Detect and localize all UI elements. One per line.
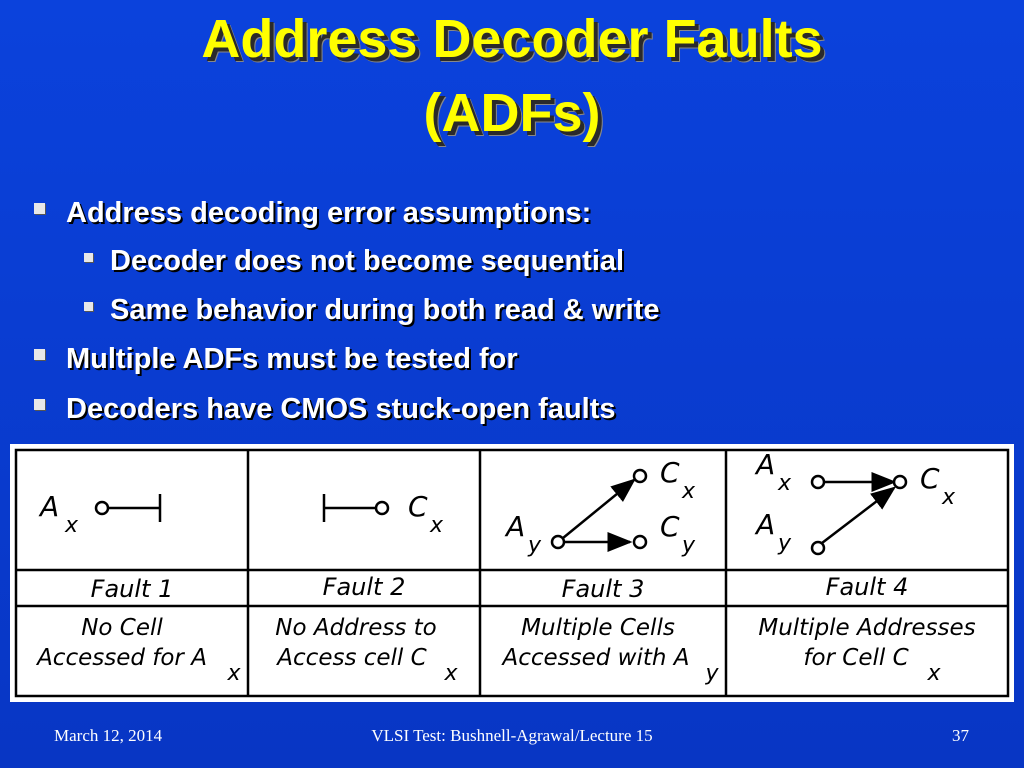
description-line1: Multiple Cells xyxy=(521,615,675,641)
fault-label: Fault 2 xyxy=(323,573,406,601)
sub-bullet-item: Same behavior during both read & write xyxy=(110,294,660,326)
slide-title-line1: Address Decoder Faults xyxy=(201,9,823,69)
footer-date: March 12, 2014 xyxy=(54,726,163,745)
fault2-diagram: C x xyxy=(322,490,444,538)
label-a: A xyxy=(754,448,775,481)
label-a: A xyxy=(38,490,59,523)
label-x-sub: x xyxy=(777,471,792,496)
description-line1: No Cell xyxy=(81,615,163,641)
node-icon xyxy=(550,534,566,550)
node-icon xyxy=(632,468,648,484)
sub-bullet-item: Decoder does not become sequential xyxy=(110,245,625,277)
description-subscript: y xyxy=(704,661,719,686)
description-line2: for Cell C xyxy=(803,645,908,671)
description-subscript: x xyxy=(443,661,458,686)
label-a: A xyxy=(754,508,775,541)
description-line2: Access cell C xyxy=(275,645,426,671)
bullet-item: Decoders have CMOS stuck-open faults xyxy=(66,393,616,425)
label-x-sub: x xyxy=(941,485,956,510)
bullet-item: Address decoding error assumptions: xyxy=(66,197,592,229)
bullet-square-icon xyxy=(34,203,45,214)
label-c: C xyxy=(408,490,428,523)
label-x-sub: x xyxy=(429,513,444,538)
node-icon xyxy=(94,500,110,516)
sub-bullet-square-icon xyxy=(84,302,93,311)
fault-label: Fault 1 xyxy=(91,575,174,603)
node-icon xyxy=(810,474,826,490)
label-y-sub: y xyxy=(777,531,792,556)
label-x-sub: x xyxy=(64,513,79,538)
fault1-diagram: A x xyxy=(38,490,162,538)
label-c: C xyxy=(660,456,680,489)
node-icon xyxy=(810,540,826,556)
fault-labels-row: Fault 1 Fault 2 Fault 3 Fault 4 xyxy=(91,573,909,603)
node-icon xyxy=(374,500,390,516)
description-line1: Multiple Addresses xyxy=(758,615,975,641)
label-y-sub: y xyxy=(527,533,542,558)
page-number: 37 xyxy=(952,726,969,745)
fault-label: Fault 4 xyxy=(826,573,909,601)
footer-title: VLSI Test: Bushnell-Agrawal/Lecture 15 xyxy=(371,726,653,745)
sub-bullet-square-icon xyxy=(84,253,93,262)
bullet-square-icon xyxy=(34,349,45,360)
fault3-diagram: A y C x C y xyxy=(504,456,696,558)
bullet-item: Multiple ADFs must be tested for xyxy=(66,343,518,375)
description-subscript: x xyxy=(226,661,241,686)
label-a: A xyxy=(504,510,525,543)
fault-label: Fault 3 xyxy=(562,575,645,603)
label-x-sub: x xyxy=(681,479,696,504)
description-line2: Accessed for A xyxy=(35,645,207,671)
description-line2: Accessed with A xyxy=(500,645,689,671)
node-icon xyxy=(892,474,908,490)
node-icon xyxy=(632,534,648,550)
description-line1: No Address to xyxy=(275,615,437,641)
table-grid xyxy=(14,448,1010,698)
label-c: C xyxy=(920,462,940,495)
fault4-diagram: A x C x A y xyxy=(754,448,956,556)
fault-descriptions: No Cell Accessed for A x No Address to A… xyxy=(35,615,976,686)
description-subscript: x xyxy=(926,661,941,686)
slide-title-line2: (ADFs) xyxy=(423,83,601,143)
adf-figure: A x C x A y xyxy=(10,444,1014,702)
bullet-square-icon xyxy=(34,399,45,410)
label-y-sub: y xyxy=(681,533,696,558)
label-c: C xyxy=(660,510,680,543)
